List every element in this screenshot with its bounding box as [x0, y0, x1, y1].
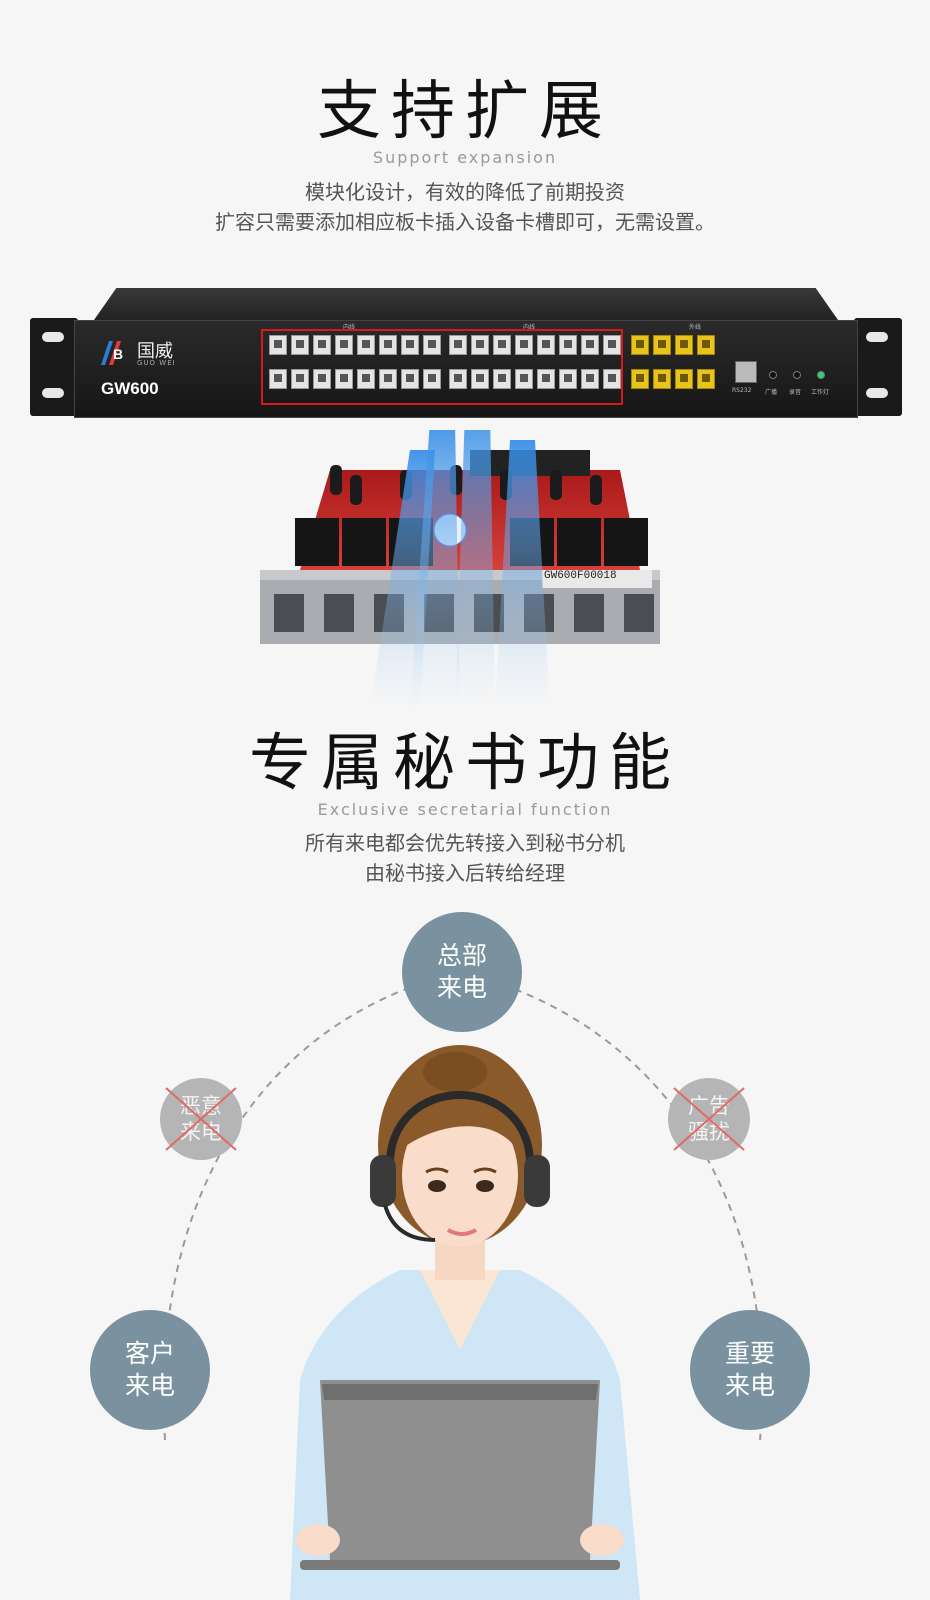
brand-pinyin: GUO WEI: [137, 359, 176, 367]
rack-ear-right: [854, 318, 902, 416]
outer-line-label: 外线: [689, 324, 702, 331]
rs232-label: RS232: [732, 387, 752, 394]
inner-line-label-1: 内线: [343, 324, 356, 331]
section-subtitle-expansion: Support expansion: [372, 148, 558, 167]
brand-name: 国威: [137, 341, 173, 362]
secretary-desc-line2: 由秘书接入后转给经理: [365, 861, 565, 885]
record-led: [793, 371, 801, 379]
rs232-port: [735, 361, 757, 383]
customer-call-bubble: 客户来电: [90, 1310, 210, 1430]
section-title-secretary: 专属秘书功能: [248, 726, 681, 799]
expansion-board-image: GW600F00018: [260, 410, 680, 710]
hq-call-bubble: 总部来电: [402, 912, 522, 1032]
extension-port-group-2: [449, 335, 621, 389]
ad-spam-bubble: 广告骚扰: [668, 1078, 750, 1160]
rack-ear-left: [30, 318, 78, 416]
pbx-device-image: B 国威 GUO WEI GW600 内线 内线 外线: [30, 288, 902, 418]
device-chassis: B 国威 GUO WEI GW600 内线 内线 外线: [74, 288, 858, 418]
trunk-port-group: [631, 335, 715, 389]
call-routing-diagram: 总部来电 恶意来电 广告骚扰 客户来电 重要来电: [0, 900, 930, 1600]
section-title-expansion: 支持扩展: [317, 75, 613, 149]
section-subtitle-secretary: Exclusive secretarial function: [317, 800, 613, 819]
inner-line-label-2: 内线: [523, 324, 536, 331]
svg-text:B: B: [113, 346, 123, 362]
malicious-call-bubble: 恶意来电: [160, 1078, 242, 1160]
work-led-label: 工作灯: [811, 389, 830, 396]
device-front-panel: B 国威 GUO WEI GW600 内线 内线 外线: [74, 320, 858, 418]
secretary-illustration: [290, 1045, 640, 1600]
broadcast-led: [769, 371, 777, 379]
expansion-desc-line2: 扩容只需要添加相应板卡插入设备卡槽即可，无需设置。: [215, 210, 715, 234]
device-model: GW600: [101, 379, 159, 398]
secretary-desc-line1: 所有来电都会优先转接入到秘书分机: [305, 831, 625, 855]
brand-logo-icon: B: [101, 341, 123, 365]
board-serial-label: GW600F00018: [544, 570, 617, 582]
extension-port-group-1: [269, 335, 441, 389]
record-led-label: 录音: [789, 389, 802, 396]
broadcast-led-label: 广播: [765, 389, 778, 396]
work-led: [817, 371, 825, 379]
expansion-desc-line1: 模块化设计，有效的降低了前期投资: [305, 180, 625, 204]
extension-ports-highlight: [261, 329, 623, 405]
important-call-bubble: 重要来电: [690, 1310, 810, 1430]
